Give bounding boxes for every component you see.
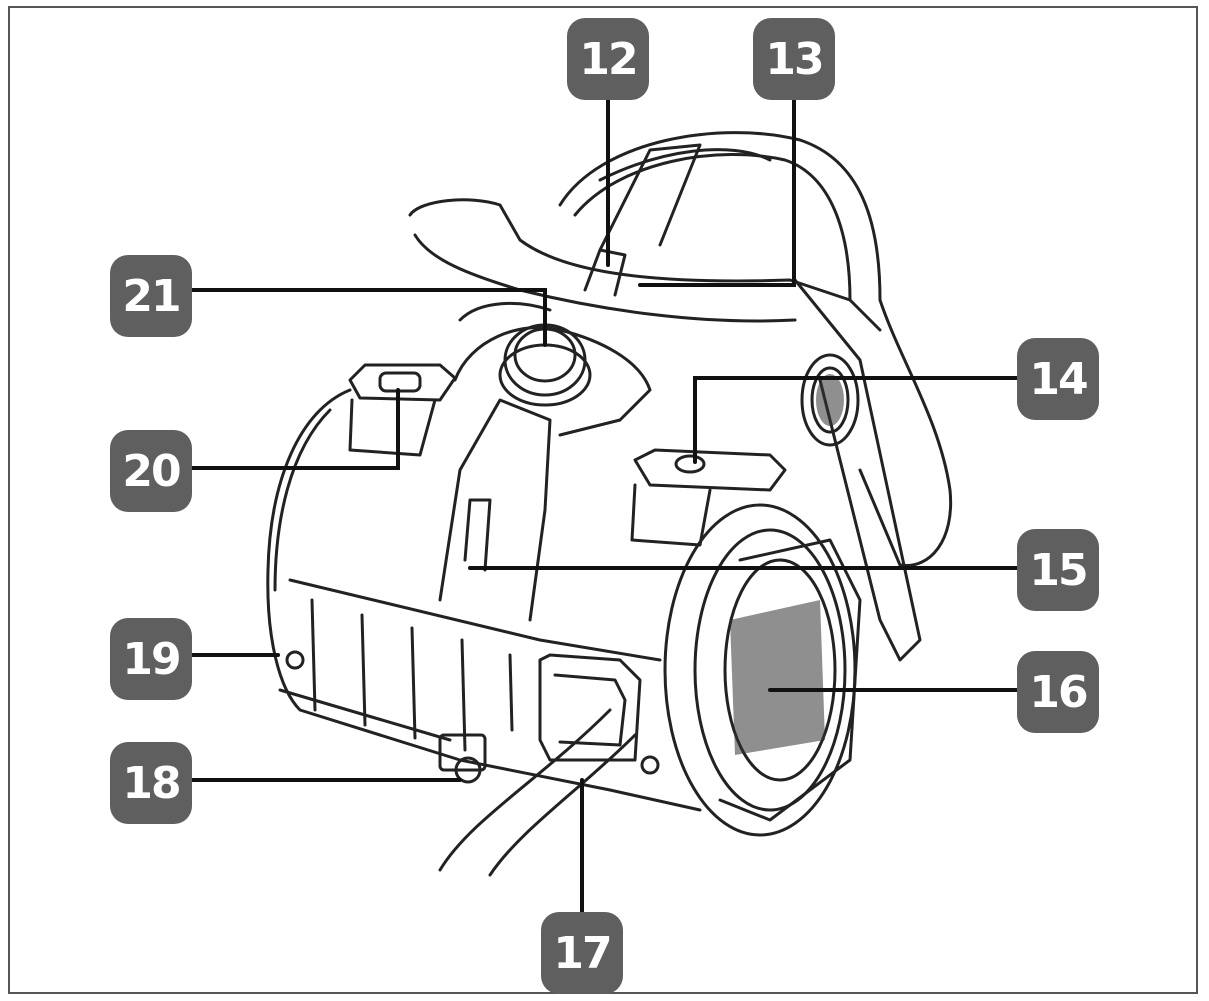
callout-18: 18 (110, 742, 192, 824)
left-latch (348, 363, 457, 457)
callout-12: 12 (567, 18, 649, 100)
right-latch (630, 448, 787, 547)
side-wheel (800, 353, 860, 447)
callout-20: 20 (110, 430, 192, 512)
hose-inlet (663, 503, 862, 837)
central-column (438, 301, 652, 622)
diagram-frame (8, 6, 1198, 994)
callout-15: 15 (1017, 529, 1099, 611)
callout-21: 21 (110, 255, 192, 337)
leader-line-13 (638, 98, 796, 287)
callout-19: 19 (110, 618, 192, 700)
main-body (266, 388, 702, 812)
callout-17: 17 (541, 912, 623, 994)
carry-handle (408, 143, 922, 662)
callout-13: 13 (753, 18, 835, 100)
callout-16: 16 (1017, 651, 1099, 733)
canister-outline (558, 131, 953, 568)
leader-lines (190, 98, 1019, 914)
leader-line-21 (190, 288, 547, 347)
bottom-clip (438, 733, 487, 784)
leader-line-20 (190, 388, 400, 470)
callout-14: 14 (1017, 338, 1099, 420)
leader-line-14 (693, 376, 1019, 464)
cord-port (438, 653, 642, 877)
